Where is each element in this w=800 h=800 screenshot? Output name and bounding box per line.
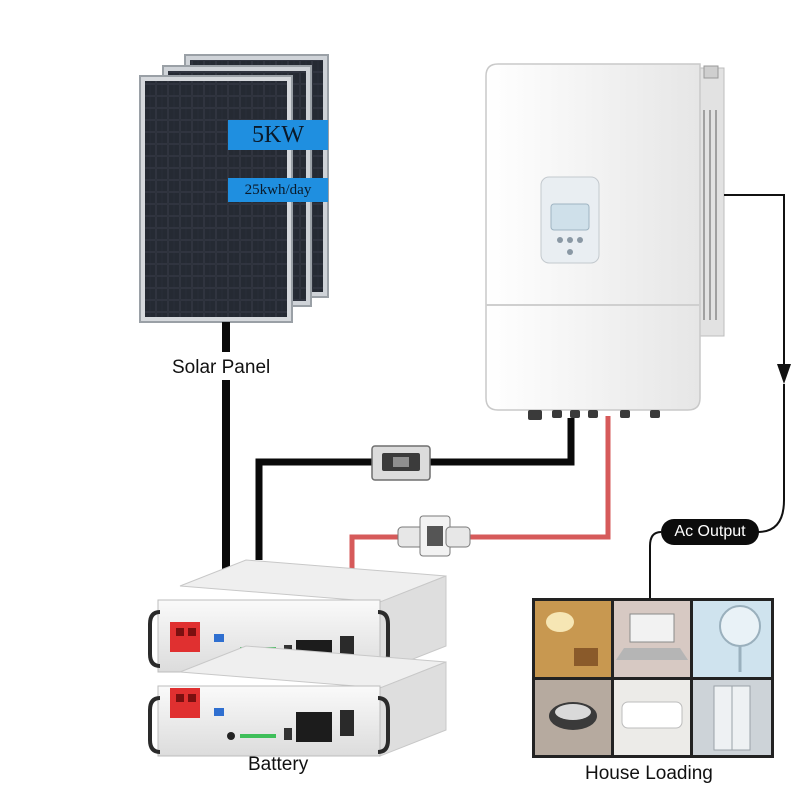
solar-panel-label: Solar Panel: [172, 357, 271, 378]
hybrid-inverter-icon: [485, 63, 725, 420]
dc-positive-wire: [468, 416, 611, 540]
ac-output-badge: Ac Output: [661, 519, 759, 545]
inline-fuse-icon: [371, 445, 431, 481]
panel-power-tag: 5KW: [228, 120, 328, 150]
solar-panel-stack: [139, 54, 329, 323]
battery-stack: [148, 559, 447, 757]
battery-label: Battery: [248, 754, 309, 775]
dc-negative-wire: [430, 418, 575, 466]
ac-output-wire: [724, 194, 785, 366]
inline-fuse-icon: [397, 515, 471, 557]
panel-daily-energy-tag: 25kwh/day: [228, 178, 328, 202]
arrow-down-icon: [777, 364, 791, 384]
house-loading-grid: [532, 598, 774, 758]
lamp-appliance-image: [535, 601, 611, 677]
house-loading-label: House Loading: [585, 763, 713, 784]
